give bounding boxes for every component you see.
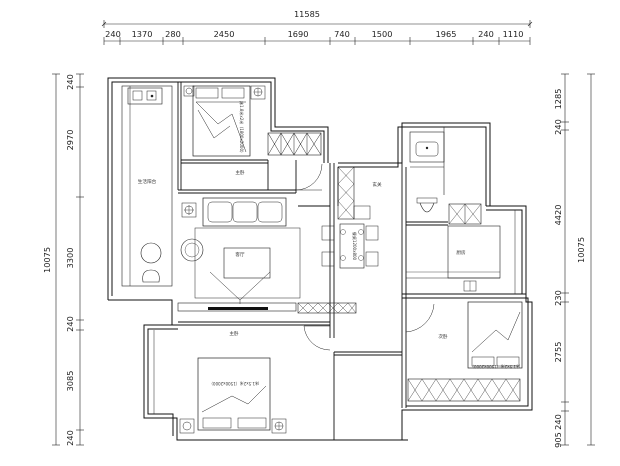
top-seg-4: 2450 xyxy=(214,29,235,39)
right-seg-1: 1285 xyxy=(553,89,563,110)
kitchen: 厨房 xyxy=(406,210,516,294)
living-rug xyxy=(194,227,301,299)
right-bed-icon xyxy=(467,301,523,369)
sofa-icon xyxy=(202,197,287,227)
top-dimension-segments-line xyxy=(103,37,531,45)
bottom-bedroom: 主卧 床1.5x2米（1500x2000） xyxy=(153,325,331,434)
dining-set: 餐桌1200x800 xyxy=(321,223,379,269)
entrance-label: 玄关 xyxy=(372,181,382,188)
top-seg-9: 240 xyxy=(478,29,494,39)
right-bedroom-label: 次卧 xyxy=(438,333,448,340)
top-wardrobe-icon xyxy=(267,132,322,156)
left-seg-6: 240 xyxy=(65,430,75,446)
top-bed-label: 床1.8米x2米（1800x2000） xyxy=(239,101,245,155)
dining-table-icon xyxy=(339,223,365,269)
left-seg-2: 2970 xyxy=(65,130,75,151)
right-bed-label: 床1.5x2米（1500x2000） xyxy=(470,364,520,370)
side-table-icon xyxy=(181,202,197,218)
right-seg-4: 230 xyxy=(553,290,563,306)
top-seg-8: 1965 xyxy=(436,29,457,39)
right-bedroom: 次卧 床1.5x2米（1500x2000） xyxy=(405,301,523,402)
entrance-cabinet-icon xyxy=(337,166,355,220)
right-seg-7: 905 xyxy=(553,432,563,448)
right-seg-5: 2755 xyxy=(553,342,563,363)
right-total-dimension: 10075 xyxy=(576,237,586,263)
bottom-nightstand-left-icon xyxy=(179,418,195,434)
dining-chair-4 xyxy=(365,251,379,267)
nightstand-left-icon xyxy=(183,85,195,97)
tv-screen xyxy=(208,307,268,310)
right-seg-2: 240 xyxy=(553,119,563,135)
right-wardrobe-icon xyxy=(407,378,521,402)
left-seg-3: 3300 xyxy=(65,248,75,269)
right-seg-6: 240 xyxy=(553,414,563,430)
left-seg-1: 240 xyxy=(65,74,75,90)
balcony-counter xyxy=(121,85,173,287)
interior-walls xyxy=(177,82,526,440)
left-seg-5: 3085 xyxy=(65,371,75,392)
dining-chair-3 xyxy=(365,225,379,241)
left-dimension-lines xyxy=(52,73,84,446)
top-dimension-labels: 240 1370 280 2450 1690 740 1500 1965 240… xyxy=(105,29,523,39)
tv-cabinet-icon xyxy=(177,302,297,312)
top-bedroom-door-icon xyxy=(295,163,323,191)
living-room: 客厅 xyxy=(177,197,357,314)
right-seg-3: 4420 xyxy=(553,205,563,226)
lounge-chair-icon xyxy=(142,269,160,283)
top-total-dimension: 11585 xyxy=(294,9,320,19)
toilet-tank-icon xyxy=(416,197,438,204)
bottom-bed-label: 床1.5x2米（1500x2000） xyxy=(209,381,259,387)
nightstand-right-icon xyxy=(250,85,266,100)
top-bed-icon xyxy=(192,85,251,157)
top-seg-10: 1110 xyxy=(503,29,524,39)
right-dimension-labels: 1285 240 4420 230 2755 240 905 xyxy=(553,89,563,448)
washing-machine-icon xyxy=(140,242,162,264)
balcony-sink-icon xyxy=(127,87,163,105)
right-dimension-lines xyxy=(561,73,595,446)
top-seg-6: 740 xyxy=(334,29,350,39)
left-total-dimension: 10075 xyxy=(42,247,52,273)
balcony-label: 生活阳台 xyxy=(138,178,157,185)
top-dimension-overall xyxy=(101,20,533,28)
top-seg-7: 1500 xyxy=(372,29,393,39)
walls xyxy=(107,77,533,441)
toilet-bowl-icon xyxy=(419,202,435,213)
top-seg-3: 280 xyxy=(165,29,181,39)
coffee-table-icon xyxy=(223,247,271,279)
dining-chair-1 xyxy=(321,225,335,241)
top-seg-2: 1370 xyxy=(132,29,153,39)
bathroom xyxy=(409,127,482,225)
living-room-label: 客厅 xyxy=(235,251,245,258)
right-bedroom-door-icon xyxy=(405,302,435,333)
left-seg-4: 240 xyxy=(65,316,75,332)
left-dimension-labels: 240 2970 3300 240 3085 240 xyxy=(65,74,75,446)
top-seg-1: 240 xyxy=(105,29,121,39)
dining-table-label: 餐桌1200x800 xyxy=(352,232,358,261)
bottom-bed-icon xyxy=(197,357,271,431)
entrance: 玄关 xyxy=(337,166,382,220)
tv-view-lines xyxy=(209,271,271,301)
bottom-nightstand-right-icon xyxy=(271,418,287,434)
balcony-area: 生活阳台 xyxy=(121,85,173,287)
top-bedroom-label: 主卧 xyxy=(235,169,245,176)
cabinet-bottom-icon xyxy=(297,302,357,314)
top-seg-5: 1690 xyxy=(288,29,309,39)
bottom-bedroom-label: 主卧 xyxy=(229,330,239,337)
armchair-icon xyxy=(180,238,204,262)
top-bedroom: 床1.8米x2米（1800x2000） 主卧 xyxy=(183,85,323,191)
bottom-bedroom-door-icon xyxy=(303,325,331,351)
dining-chair-2 xyxy=(321,251,335,267)
kitchen-label: 厨房 xyxy=(456,249,466,256)
